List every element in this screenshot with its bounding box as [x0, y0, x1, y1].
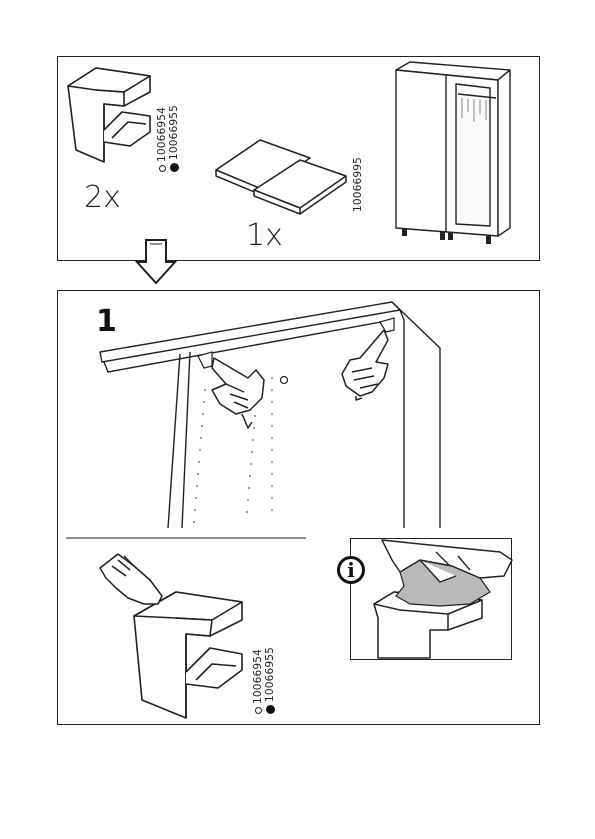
cleaning-illustration	[0, 0, 595, 839]
